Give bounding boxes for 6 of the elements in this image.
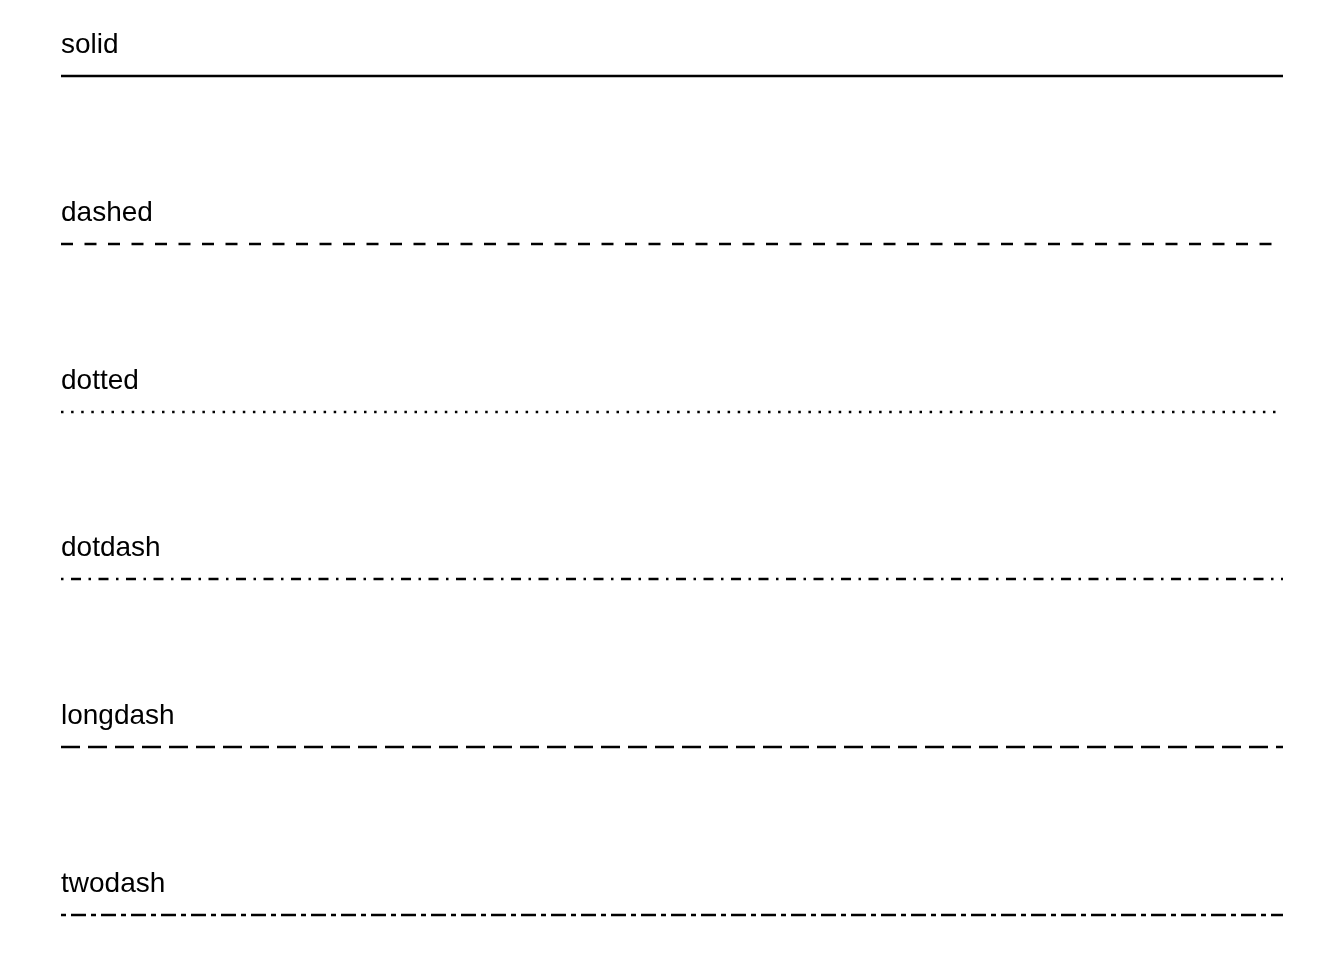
legend-label: dashed [61, 195, 153, 228]
legend-label: dotted [61, 363, 139, 396]
legend-label: twodash [61, 867, 166, 899]
legend-label: longdash [61, 699, 175, 732]
legend-label: dotdash [61, 531, 161, 564]
legend-label: solid [61, 28, 119, 60]
